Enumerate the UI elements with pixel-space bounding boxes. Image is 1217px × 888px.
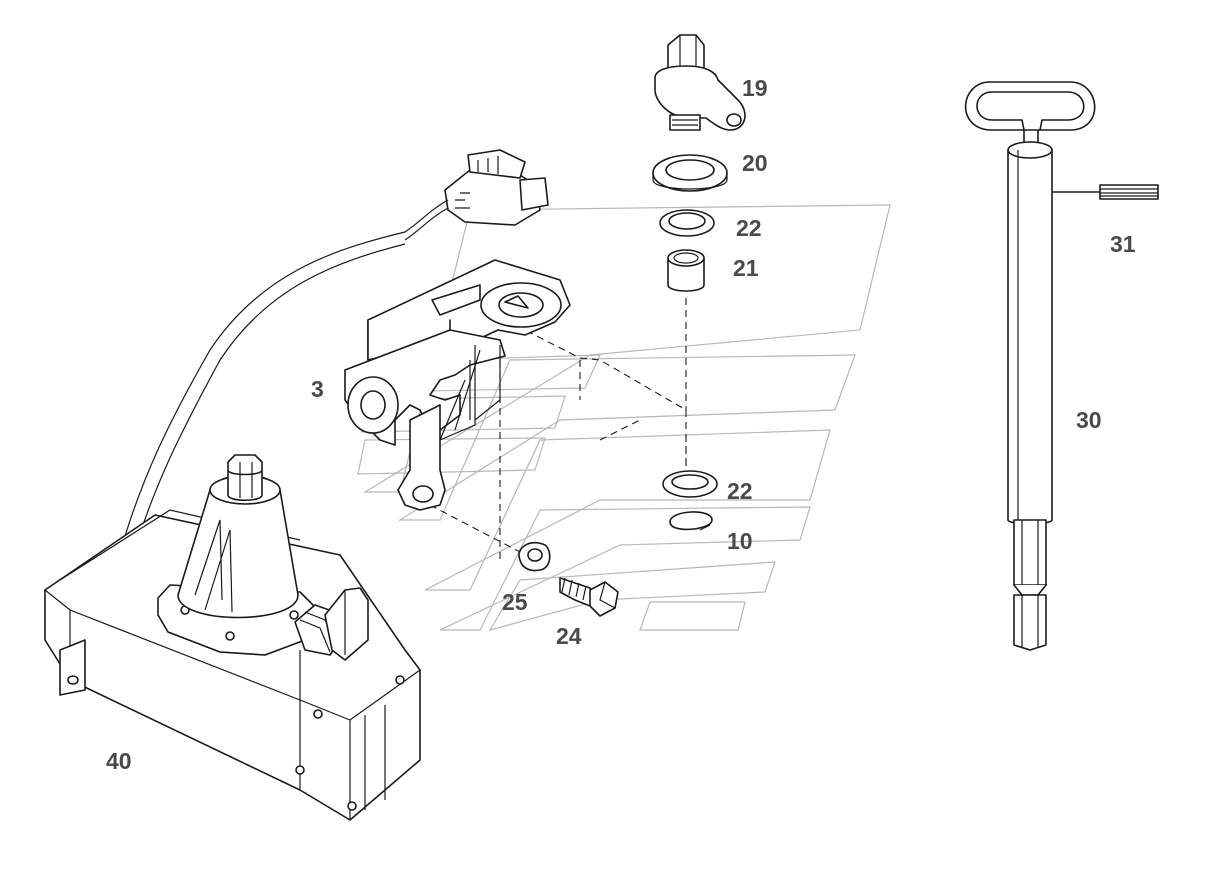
label-20: 20 [742, 150, 768, 176]
part-30-t-handle-key [964, 81, 1096, 651]
part-3-bracket [344, 259, 571, 511]
part-10-snap-ring [669, 511, 713, 531]
label-22-top: 22 [736, 215, 762, 241]
label-22-lower: 22 [727, 478, 753, 504]
part-40-motor-actuator [44, 454, 421, 821]
label-25: 25 [502, 589, 528, 615]
label-19: 19 [742, 75, 768, 101]
label-21: 21 [733, 255, 759, 281]
part-19-sensor-lever [654, 34, 746, 131]
part-24-bolt [559, 577, 619, 617]
watermark-logo [357, 204, 891, 631]
label-40: 40 [106, 748, 132, 774]
part-25-lock-washer [518, 541, 551, 572]
part-21-bushing [667, 249, 705, 292]
assembly-lines [429, 298, 687, 560]
part-20-ring [652, 154, 728, 192]
part-22-washer-lower [662, 470, 718, 498]
label-30: 30 [1076, 407, 1102, 433]
label-10: 10 [727, 528, 753, 554]
label-3: 3 [311, 376, 324, 402]
label-31: 31 [1110, 231, 1136, 257]
label-24: 24 [556, 623, 582, 649]
part-22-washer-top [659, 209, 715, 237]
